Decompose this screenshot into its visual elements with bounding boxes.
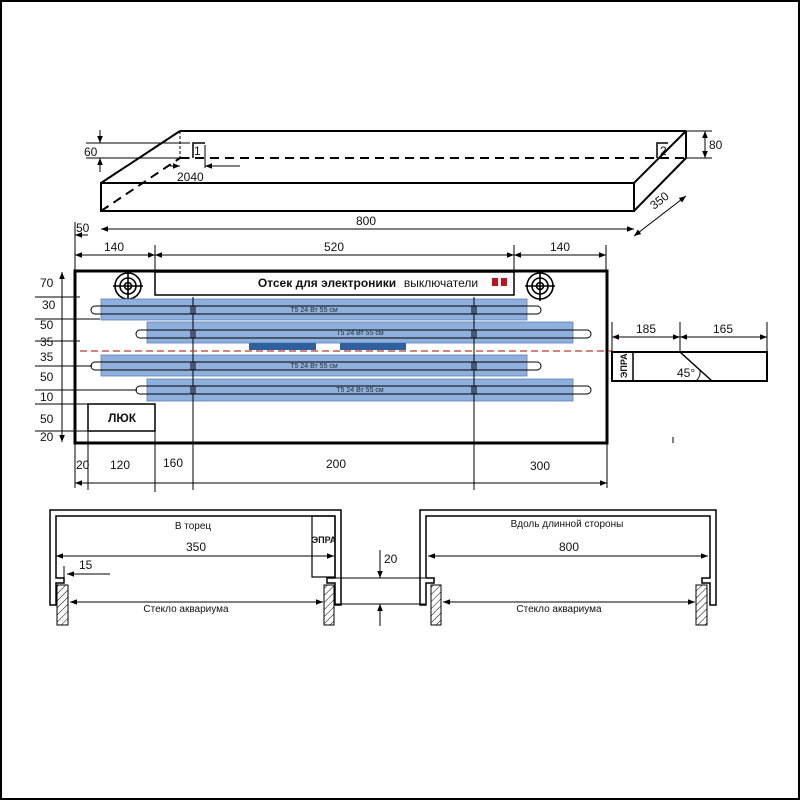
angle-45: 45° — [677, 366, 695, 380]
switches-label: выключатели — [404, 276, 478, 290]
dim-50: 50 — [40, 412, 54, 426]
dim-70: 70 — [40, 276, 54, 290]
dim-185: 185 — [636, 322, 656, 336]
dim-800: 800 — [559, 540, 579, 554]
ballast-2 — [340, 343, 406, 350]
glass-label: Стекло аквариума — [516, 604, 602, 615]
glass-label: Стекло аквариума — [143, 604, 229, 615]
dim-35: 35 — [40, 335, 54, 349]
lamp-tube-3 — [100, 354, 528, 377]
dim-20: 20 — [384, 552, 398, 566]
tube-label-1: Т5 24 Вт 55 см — [290, 307, 338, 314]
dim-20: 20 — [76, 458, 90, 472]
epra-label: ЭПРА — [312, 535, 337, 545]
dim-20: 20 — [40, 430, 54, 444]
epra-label: ЭПРА — [619, 353, 629, 378]
fan-icon — [113, 271, 143, 301]
long-title: Вдоль длинной стороны — [511, 519, 624, 530]
dim-80: 80 — [709, 138, 723, 152]
left-dimensions — [35, 272, 137, 442]
switch-1 — [492, 278, 498, 286]
dim-35: 35 — [40, 350, 54, 364]
dim-800: 800 — [356, 214, 376, 228]
dim-50: 50 — [40, 318, 54, 332]
plan-view — [73, 269, 612, 490]
section-long — [419, 509, 717, 626]
dim-140-left: 140 — [104, 240, 124, 254]
dim-140-right: 140 — [550, 240, 570, 254]
lamp-tube-1 — [100, 298, 528, 321]
dim-50: 50 — [40, 370, 54, 384]
side-view — [611, 322, 768, 443]
dim-350: 350 — [186, 540, 206, 554]
dim-520: 520 — [324, 240, 344, 254]
mark-1: 1 — [194, 144, 201, 158]
hatch-label: ЛЮК — [108, 411, 137, 425]
lamp-tube-4 — [146, 378, 574, 402]
dim-165: 165 — [713, 322, 733, 336]
electronics-label: Отсек для электроники — [258, 276, 396, 290]
dim-60: 60 — [84, 145, 98, 159]
tube-label-2: Т5 24 Вт 55 см — [336, 330, 384, 337]
dim-30: 30 — [42, 298, 56, 312]
bottom-dimensions — [74, 431, 608, 492]
dim-120: 120 — [110, 458, 130, 472]
tube-label-4: Т5 24 Вт 55 см — [336, 387, 384, 394]
dim-300: 300 — [530, 459, 550, 473]
iso-dimensions — [74, 130, 712, 271]
mark-2: 2 — [660, 144, 667, 158]
ballast-1 — [249, 343, 316, 350]
dim-2040: 2040 — [177, 170, 204, 184]
dim-15: 15 — [79, 558, 93, 572]
dim-50: 50 — [76, 221, 90, 235]
dim-160: 160 — [163, 456, 183, 470]
dim-10: 10 — [40, 390, 54, 404]
dim-200: 200 — [326, 457, 346, 471]
switch-2 — [501, 278, 507, 286]
left-dimension-labels: 70 30 50 35 35 50 10 50 20 — [40, 276, 56, 444]
hatch — [87, 403, 156, 432]
gap-dimension — [335, 550, 425, 626]
tube-label-3: Т5 24 Вт 55 см — [290, 363, 338, 370]
fan-icon — [525, 271, 555, 301]
end-title: В торец — [175, 521, 212, 532]
electronics-compartment — [154, 271, 515, 296]
